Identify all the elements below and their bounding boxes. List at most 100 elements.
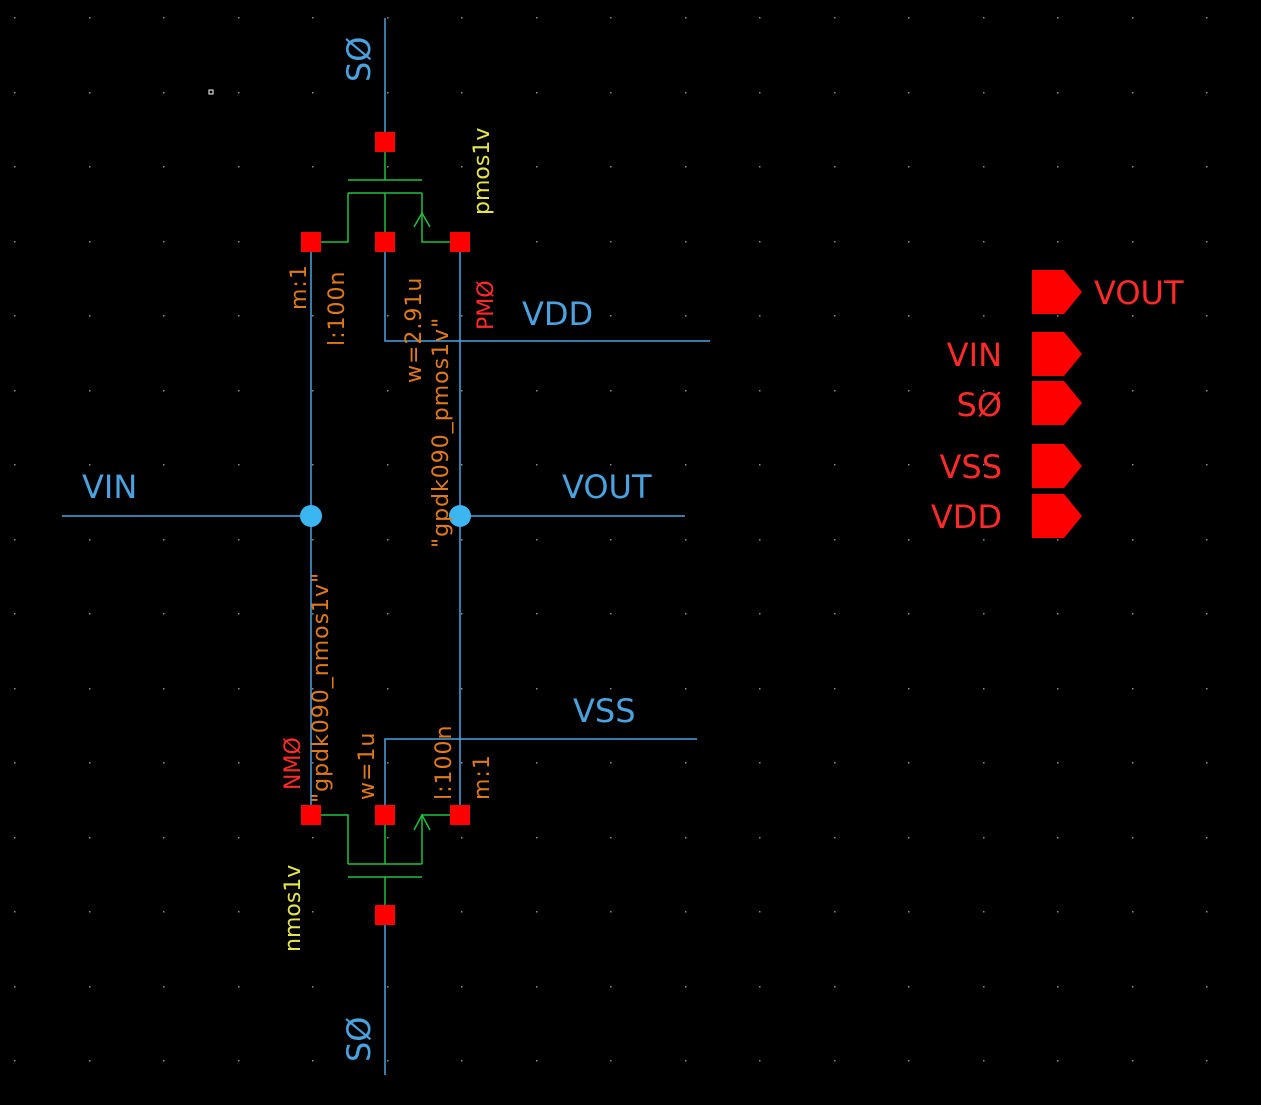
grid-dot <box>89 837 91 839</box>
pin-shape-s0[interactable] <box>1032 381 1082 425</box>
grid-dot <box>387 539 389 541</box>
grid-dot <box>89 92 91 94</box>
grid-dot <box>834 390 836 392</box>
grid-dot <box>89 762 91 764</box>
grid-dot <box>1206 688 1208 690</box>
grid-dot <box>1132 986 1134 988</box>
grid-dot <box>1206 315 1208 317</box>
grid-dot <box>163 688 165 690</box>
grid-dot <box>163 464 165 466</box>
grid-dot <box>163 166 165 168</box>
grid-dot <box>536 390 538 392</box>
grid-dot <box>908 464 910 466</box>
grid-dot <box>536 911 538 913</box>
grid-dot <box>536 17 538 19</box>
grid-dot <box>759 837 761 839</box>
grid-dot <box>1132 17 1134 19</box>
nmos-drain-terminal[interactable] <box>450 805 470 825</box>
pmos-bulk-terminal[interactable] <box>375 232 395 252</box>
grid-dot <box>312 837 314 839</box>
grid-dot <box>610 315 612 317</box>
grid-dot <box>1206 762 1208 764</box>
grid-dot <box>759 17 761 19</box>
grid-dot <box>610 539 612 541</box>
grid-dot <box>759 315 761 317</box>
grid-dot <box>610 390 612 392</box>
pmos-cell-label: pmos1v <box>470 128 495 215</box>
grid-dot <box>387 1060 389 1062</box>
grid-dot <box>610 688 612 690</box>
grid-dot <box>536 613 538 615</box>
grid-dot <box>908 539 910 541</box>
grid-dot <box>983 539 985 541</box>
grid-dot <box>461 390 463 392</box>
nmos-bulk-terminal[interactable] <box>375 805 395 825</box>
grid-dot <box>1206 92 1208 94</box>
grid-dot <box>610 17 612 19</box>
grid-dot <box>1057 315 1059 317</box>
grid-dot <box>387 837 389 839</box>
grid-dot <box>461 762 463 764</box>
grid-dot <box>536 986 538 988</box>
grid-dot <box>759 1060 761 1062</box>
grid-dot <box>238 464 240 466</box>
grid-dot <box>312 92 314 94</box>
grid-dot <box>834 166 836 168</box>
pin-label-s0: SØ <box>957 386 1003 424</box>
pin-shape-vin[interactable] <box>1032 332 1082 376</box>
pmos-source-terminal[interactable] <box>375 132 395 152</box>
grid-dot <box>685 241 687 243</box>
grid-dot <box>759 539 761 541</box>
grid-dot <box>14 986 16 988</box>
grid-dot <box>238 762 240 764</box>
grid-dot <box>685 539 687 541</box>
nmos-symbol[interactable] <box>311 813 460 907</box>
grid-dot <box>685 17 687 19</box>
pin-label-vdd: VDD <box>931 498 1002 536</box>
pin-shape-vss[interactable] <box>1032 444 1082 488</box>
grid-dot <box>312 613 314 615</box>
grid-dot <box>312 986 314 988</box>
grid-dot <box>1057 688 1059 690</box>
grid-dot <box>983 390 985 392</box>
grid-dot <box>1206 464 1208 466</box>
grid-dot <box>1132 92 1134 94</box>
pmos-gate-terminal[interactable] <box>301 232 321 252</box>
grid-dot <box>1132 539 1134 541</box>
grid-dot <box>238 390 240 392</box>
pmos-drain-terminal[interactable] <box>450 232 470 252</box>
grid-dot <box>1057 613 1059 615</box>
nmos-source-terminal[interactable] <box>375 905 395 925</box>
pin-shape-vdd[interactable] <box>1032 494 1082 538</box>
grid-dot <box>610 1060 612 1062</box>
grid-dot <box>908 986 910 988</box>
grid-dot <box>461 17 463 19</box>
nmos-gate-terminal[interactable] <box>301 805 321 825</box>
grid-dot <box>834 539 836 541</box>
grid-dot <box>685 911 687 913</box>
grid-dot <box>89 166 91 168</box>
grid-dot <box>908 837 910 839</box>
grid-dot <box>163 1060 165 1062</box>
grid-dot <box>1206 837 1208 839</box>
grid-dot <box>1057 241 1059 243</box>
grid-dot <box>908 166 910 168</box>
pin-shape-vout[interactable] <box>1032 270 1082 314</box>
grid-dot <box>461 539 463 541</box>
grid-dot <box>312 166 314 168</box>
grid-dot <box>983 17 985 19</box>
grid-dot <box>1057 986 1059 988</box>
pmos-symbol[interactable] <box>311 150 460 243</box>
nmos-multiplier-label: m:1 <box>470 754 495 800</box>
net-label-vin: VIN <box>82 468 137 506</box>
grid-dot <box>908 315 910 317</box>
wire-vdd[interactable] <box>384 242 710 342</box>
grid-dot <box>685 688 687 690</box>
grid-dot <box>238 911 240 913</box>
wire-vss[interactable] <box>384 738 697 815</box>
grid-dot <box>983 166 985 168</box>
grid-dot <box>89 688 91 690</box>
grid-dot <box>1206 1060 1208 1062</box>
grid-dot <box>1132 166 1134 168</box>
